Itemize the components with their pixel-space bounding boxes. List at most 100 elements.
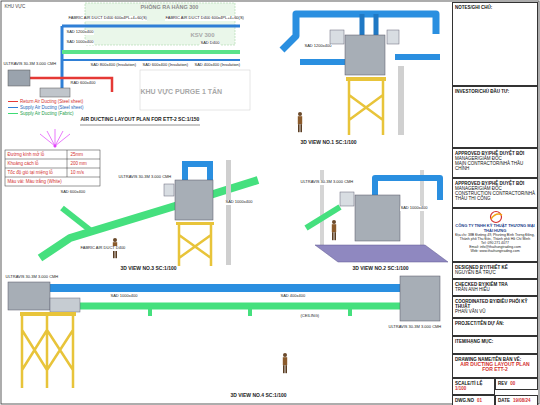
cell-value: NGUYỄN BÁ TRỰC <box>455 270 535 275</box>
cell-heading: APPROVED BY/PHÊ DUYỆT BỞI <box>455 151 535 156</box>
plan-view-part <box>8 70 30 86</box>
investor-cell: INVESTOR/CHỦ ĐẦU TƯ: <box>452 86 538 148</box>
table-cell: Khoảng cách lỗ <box>7 161 39 166</box>
plan-view-part <box>62 59 240 61</box>
designer-cell: DESIGNED BY/THIẾT KẾNGUYỄN BÁ TRỰC <box>452 262 538 279</box>
duct-label: SAD 400x400 (Insulation) <box>194 63 241 68</box>
cell-value: Tel: 090 271 4077 <box>455 241 535 245</box>
table-cell: Tốc độ gió tại miệng lỗ <box>7 170 53 175</box>
cell-value: Địa chỉ: 38B Đường 49, Phường Bình Trưng… <box>455 233 535 241</box>
cell-value: CONSTRUCTION CONTRACTOR/NHÀ THẦU THI CÔN… <box>455 191 535 201</box>
duct-label: RAD 600x400 <box>70 81 96 86</box>
checker-cell: CHECKED BY/KIỂM TRATRẦN ANH HIẾU <box>452 279 538 296</box>
cell-value: MANAGER/GIÁM ĐỐC <box>455 156 535 161</box>
cell-value: Web: www.thaihungtrading.com <box>455 249 535 253</box>
unit-label: ULTRAVIS 30-3M 3.000 CMH <box>388 325 442 330</box>
3d-view-4-part <box>50 298 80 312</box>
project-cell: PROJECT/TÊN DỰ ÁN: <box>452 318 538 336</box>
duct-label: SAD 1000x400 <box>66 40 94 45</box>
plan-view-part <box>80 125 200 126</box>
duct-label: SAD 1000x400 <box>400 206 428 211</box>
cell-heading: SCALE/TỈ LỆ <box>455 381 483 386</box>
3d-view-3-part <box>175 180 213 220</box>
cell-value: MAIN CONTRACTOR/NHÀ THẦU CHÍNH <box>455 161 535 171</box>
unit-label: ULTRAVIS 30-3M 3.000 CMH <box>118 175 172 180</box>
scale-cell: SCALE/TỈ LỆ1/100 <box>452 378 495 395</box>
legend-line-sample <box>8 113 18 114</box>
cell-value: 19/08/24 <box>513 398 531 403</box>
3d-view-2-part <box>315 245 448 262</box>
table-cell: 25mm <box>70 152 84 157</box>
legend-line-sample <box>8 107 18 108</box>
3d-view-1-part <box>298 112 302 132</box>
duct-label: SAD D400 <box>200 41 220 46</box>
3d-view-1-part <box>330 30 344 44</box>
cell-heading: DWG.NO <box>455 398 474 403</box>
nozzle-spray-icon <box>40 129 70 147</box>
3d-view-1-part <box>345 35 385 75</box>
cell-heading: COORDINATED BY/ĐIỀU PHỐI KỸ THUẬT <box>455 299 535 309</box>
ceiling-label: (CEILING) <box>300 314 320 319</box>
3d-view-4-part <box>50 284 440 292</box>
duct-label: SAD 600x400 (Insulation) <box>142 63 189 68</box>
duct-label: SAD 600x400 <box>60 190 86 195</box>
legend-entry: Return Air Ducting (Steel sheet) <box>8 99 84 105</box>
duct-label: FABRIC AIR DUCT D400 600x4PL+4+60(S) <box>68 16 147 21</box>
legend-text: Supply Air Ducting (Steel sheet) <box>20 105 84 110</box>
duct-label: FABRIC AIR DUCT D400 <box>80 246 126 251</box>
legend-text: Supply Air Ducting (Fabric) <box>20 111 74 116</box>
table-cell: 200 mm <box>70 161 87 166</box>
unit-label: ULTRAVIS 30-3M 3.000 CMH <box>300 180 354 185</box>
legend-entry: Supply Air Ducting (Steel sheet) <box>8 105 84 111</box>
cell-value: Email: info@thaihungtrading.com <box>455 245 535 249</box>
3d-view-4 <box>8 276 440 388</box>
unit-label: ULTRAVIS 30-3M 3.000 CMH <box>3 62 57 67</box>
area-watermark: KHU VỰC PURGE 1 TẤN <box>140 88 223 96</box>
nozzle-spray-icon-part <box>40 129 70 146</box>
view-title: 3D VIEW NO.4 SC:1/100 <box>230 393 287 399</box>
duct-label: SAD 800x400 (Insulation) <box>90 63 137 68</box>
3d-view-3-part <box>179 224 211 266</box>
unit-label: ULTRAVIS 30-3M 3.000 CMH <box>5 275 59 280</box>
cell-heading: CHECKED BY/KIỂM TRA <box>455 282 535 287</box>
legend-entry: Supply Air Ducting (Fabric) <box>8 111 84 117</box>
3d-view-3-part <box>185 164 210 180</box>
3d-view-2-part <box>340 192 354 206</box>
view-title: 3D VIEW NO.2 SC:1/100 <box>352 266 409 272</box>
cell-value: MANAGER/GIÁM ĐỐC <box>455 186 535 191</box>
cell-heading: DESIGNED BY/THIẾT KẾ <box>455 265 535 270</box>
view-title: 3D VIEW NO.1 SC:1/100 <box>300 140 357 146</box>
3d-view-4-part <box>22 315 73 388</box>
3d-view-1 <box>282 14 440 135</box>
drawing-name-cell: DRAWING NAME/TÊN BẢN VẼ:AIR DUCTING LAYO… <box>452 354 538 378</box>
cell-heading: PROJECT/TÊN DỰ ÁN: <box>455 321 535 326</box>
company-logo <box>486 210 506 224</box>
cell-value: 1/100 <box>455 386 466 391</box>
3d-view-4-part <box>283 353 287 373</box>
legend-text: Return Air Ducting (Steel sheet) <box>20 99 83 104</box>
plan-view-part <box>140 70 250 110</box>
nozzle-spray-icon-part <box>54 145 56 147</box>
spec-table-part <box>5 150 100 186</box>
coordinator-cell: COORDINATED BY/ĐIỀU PHỐI KỸ THUẬTPHAN VĂ… <box>452 296 538 318</box>
spec-table-part <box>5 150 100 177</box>
duct-label: SAD 1200x400 <box>66 30 94 35</box>
3d-view-3-part <box>176 222 214 225</box>
logo-swoosh <box>491 214 502 219</box>
view-title: 3D VIEW NO.3 SC:1/100 <box>120 266 177 272</box>
approval-cell: APPROVED BY/PHÊ DUYỆT BỞIMANAGER/GIÁM ĐỐ… <box>452 178 538 208</box>
plan-view-part <box>40 88 70 97</box>
area-label: KHU VỰC <box>4 4 26 9</box>
3d-view-4-part <box>400 276 440 321</box>
approval-cell: APPROVED BY/PHÊ DUYỆT BỞIMANAGER/GIÁM ĐỐ… <box>452 148 538 178</box>
3d-view-3-part <box>164 184 174 196</box>
3d-view-1-part <box>346 77 386 81</box>
cell-heading: ITEM/HẠNG MỤC: <box>455 339 535 344</box>
plan-view-part <box>62 50 240 54</box>
duct-label: SAD 1000x400 <box>225 200 253 205</box>
3d-view-3-part <box>226 160 231 265</box>
room-label: PHÒNG RA HÀNG 300 <box>140 4 199 10</box>
